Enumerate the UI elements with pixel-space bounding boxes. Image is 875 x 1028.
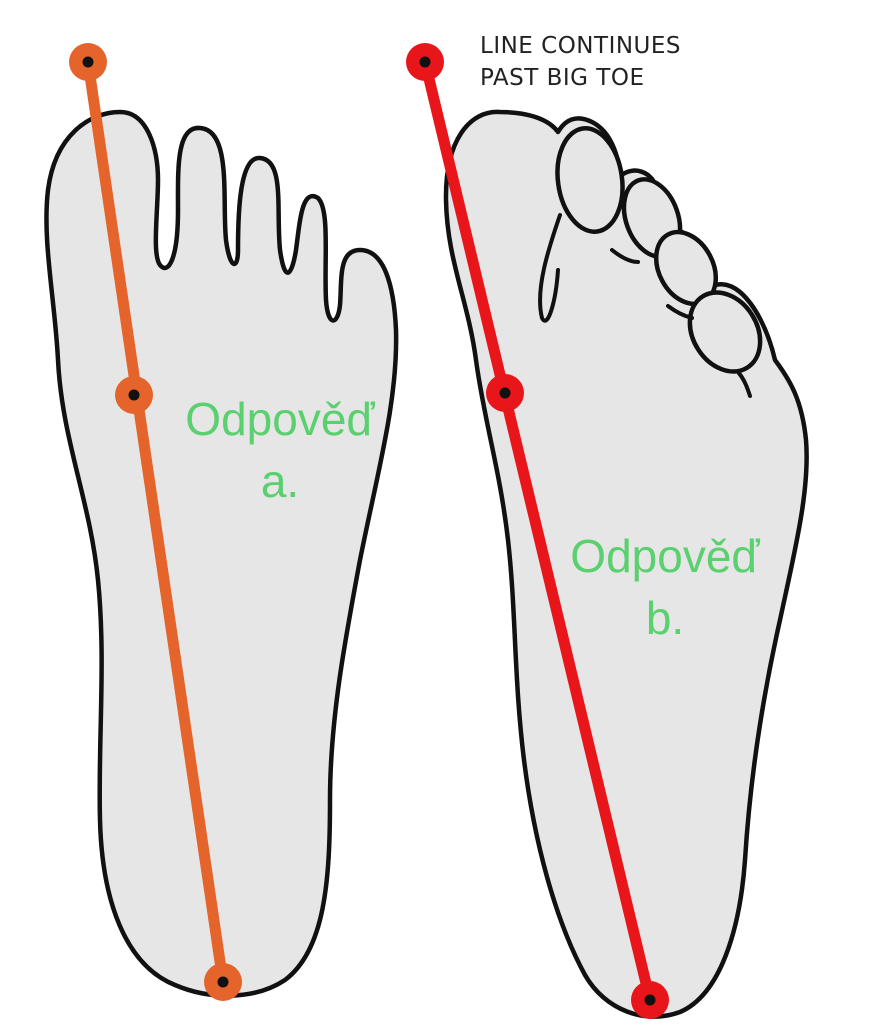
line-a-segment — [82, 56, 229, 988]
line-note-line1: LINE CONTINUES — [480, 33, 682, 59]
line-a-marker-dot-1 — [82, 56, 94, 68]
alignment-line-a — [69, 43, 242, 1001]
foot-b — [443, 109, 809, 1019]
alignment-line-b — [406, 43, 669, 1019]
line-b-marker-dot-3 — [644, 994, 656, 1006]
line-b-marker-dot-2 — [499, 387, 511, 399]
line-a-marker-dot-2 — [128, 389, 140, 401]
line-note: LINE CONTINUES PAST BIG TOE — [480, 30, 681, 94]
foot-b-toe-creases — [538, 126, 763, 398]
line-b-marker-dot-1 — [419, 56, 431, 68]
answer-label-b: Odpověď b. — [545, 525, 785, 649]
answer-label-a: Odpověď a. — [160, 388, 400, 512]
line-b-segment — [419, 56, 656, 1006]
answer-label-b-word: Odpověď — [570, 530, 760, 582]
answer-label-b-letter: b. — [645, 592, 685, 644]
line-note-line2: PAST BIG TOE — [480, 65, 645, 91]
answer-label-a-word: Odpověď — [185, 393, 375, 445]
foot-a — [44, 109, 399, 998]
foot-a-outline — [44, 109, 399, 998]
line-a-marker-dot-3 — [217, 976, 229, 988]
answer-label-a-letter: a. — [260, 455, 300, 507]
